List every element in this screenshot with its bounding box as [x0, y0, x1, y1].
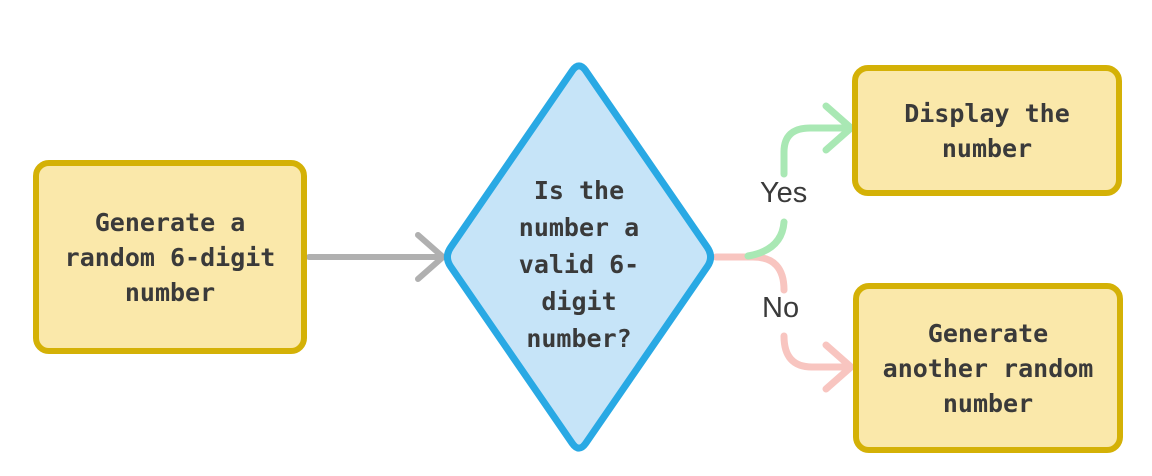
edge-label-yes: Yes — [760, 177, 808, 209]
edge-label-no: No — [762, 292, 800, 324]
node-label-line: digit — [541, 286, 617, 316]
arrowhead-icon — [822, 341, 855, 393]
node-label-line: number a — [518, 212, 640, 242]
edge-yes[interactable] — [744, 102, 855, 260]
node-label-line: number? — [526, 323, 632, 353]
node-decision-label[interactable]: Is the number a valid 6- digit number? — [444, 61, 714, 453]
decision-diamond-shape[interactable] — [443, 62, 715, 452]
node-label-line: random 6-digit — [64, 242, 276, 272]
arrowhead-icon — [415, 232, 446, 282]
node-retry[interactable]: Generate another random number — [853, 283, 1123, 453]
node-label-line: Display the — [904, 98, 1070, 128]
edge-start-to-decision[interactable] — [306, 232, 446, 282]
node-label-line: valid 6- — [518, 249, 640, 279]
node-label-line: number — [941, 133, 1033, 163]
arrowhead-icon — [822, 102, 855, 154]
node-label-line: Generate a — [94, 207, 246, 237]
node-display[interactable]: Display the number — [852, 65, 1122, 196]
node-label-line: Generate — [927, 318, 1049, 348]
node-label-line: number — [942, 388, 1034, 418]
node-start[interactable]: Generate a random 6-digit number — [33, 160, 307, 354]
edge-line — [712, 253, 788, 294]
edge-line — [744, 218, 788, 260]
node-label-line: number — [124, 277, 216, 307]
node-label-line: Is the — [533, 175, 625, 205]
edge-line — [780, 124, 848, 178]
edge-line — [780, 332, 848, 371]
node-label-line: another random — [882, 353, 1094, 383]
